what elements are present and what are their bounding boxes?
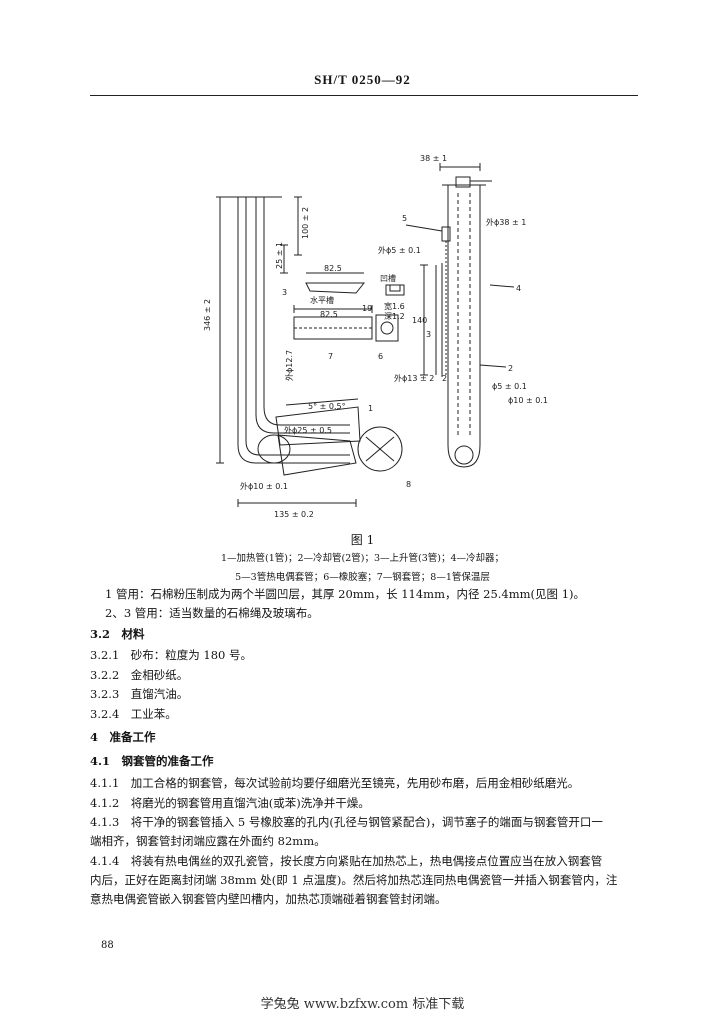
label-8: 8 — [406, 480, 411, 489]
item-4-1-4-line-3: 意热电偶瓷管嵌入钢套管内壁凹槽内，加热芯顶端碰着钢套管封闭端。 — [90, 892, 447, 906]
notch-label: 凹槽 — [380, 273, 396, 283]
dim-135: 135 ± 0.2 — [274, 510, 314, 519]
item-4-1-3-line-2: 端相齐，钢套管封闭端应露在外面约 82mm。 — [90, 834, 326, 848]
item-4-1-4-line-2: 内后，正好在距离封闭端 38mm 处(即 1 点温度)。然后将加热芯连同热电偶瓷… — [90, 873, 618, 887]
label-7: 7 — [328, 352, 333, 361]
dim-25: 25 ± 1 — [275, 242, 284, 269]
figure-title: 图 1 — [350, 533, 375, 547]
item-3-2-2: 3.2.2 金相砂纸。 — [90, 668, 189, 682]
dim-82-5-a: 82.5 — [324, 264, 342, 273]
page-number: 88 — [101, 940, 114, 951]
left-inner-tube — [255, 197, 265, 285]
horizontal-groove-piece — [305, 282, 366, 294]
cooler-coil — [457, 193, 471, 435]
label-6: 6 — [378, 352, 383, 361]
item-3-2-4: 3.2.4 工业苯。 — [90, 707, 177, 721]
item-4-1-1: 4.1.1 加工合格的钢套管，每次试验前均要仔细磨光至镜亮，先用砂布磨，后用金相… — [90, 776, 580, 790]
dim-140: 140 — [412, 316, 427, 325]
dim-5: 外ϕ5 ± 0.1 — [378, 245, 421, 255]
item-4-1-3-line-1: 4.1.3 将干净的钢套管插入 5 号橡胶塞的孔内(孔径与钢管紧配合)，调节塞子… — [90, 815, 603, 829]
dim-38: 38 ± 1 — [420, 154, 447, 163]
heating-tube — [275, 406, 361, 446]
item-4-1-2: 4.1.2 将磨光的钢套管用直馏汽油(或苯)洗净并干燥。 — [90, 796, 370, 810]
angle-5deg: 5° ± 0.5° — [308, 402, 346, 411]
header-rule — [90, 95, 638, 96]
dim-82-5-b: 82.5 — [320, 310, 338, 319]
label-2b: 2 — [508, 364, 513, 373]
dim-12-7: 外ϕ12.7 — [284, 350, 294, 381]
label-5: 5 — [402, 214, 407, 223]
left-tall-tube — [237, 197, 350, 464]
label-1: 1 — [368, 404, 373, 413]
item-3-2-3: 3.2.3 直馏汽油。 — [90, 687, 189, 701]
dim-10b: ϕ10 ± 0.1 — [508, 396, 548, 405]
thermocouple-sleeve — [441, 226, 451, 242]
right-condenser-outer — [447, 185, 481, 445]
right-top-cap — [455, 176, 471, 188]
section-4-1: 4.1 钢套管的准备工作 — [90, 754, 214, 768]
dim-100: 100 ± 2 — [301, 207, 310, 239]
figure-caption-line-2: 5—3管热电偶套管；6—橡胶塞；7—钢套管；8—1管保温层 — [235, 572, 490, 583]
groove-label: 水平槽 — [310, 295, 334, 305]
depth-1-2: 深1.2 — [384, 312, 405, 321]
item-3-2-1: 3.2.1 砂布：粒度为 180 号。 — [90, 648, 253, 662]
groove-detail — [385, 284, 405, 296]
label-2: 2 — [442, 374, 447, 383]
section-4: 4 准备工作 — [90, 730, 156, 744]
item-4-1-4-line-1: 4.1.4 将装有热电偶丝的双孔瓷管，按长度方向紧贴在加热芯上，热电偶接点位置应… — [90, 854, 603, 868]
dim-19: 19 — [362, 304, 372, 313]
dim-5b: ϕ5 ± 0.1 — [492, 382, 527, 391]
watermark-link[interactable]: 学兔兔 www.bzfxw.com 标准下载 — [260, 997, 465, 1012]
standard-code: SH/T 0250—92 — [314, 72, 411, 87]
width-1-6: 宽1.6 — [384, 301, 405, 311]
figure-caption-line-1: 1—加热管(1管)；2—冷却管(2管)；3—上升管(3管)；4—冷却器； — [220, 553, 505, 564]
insulation-layer — [357, 426, 403, 472]
dim-13: 外ϕ13 ± 2 — [394, 373, 434, 383]
dim-346: 346 ± 2 — [203, 299, 212, 331]
dim-10c: 外ϕ10 ± 0.1 — [240, 481, 288, 491]
dim-25-diameter: 外ϕ25 ± 0.5 — [284, 425, 332, 435]
rubber-stopper — [375, 314, 399, 342]
label-4: 4 — [516, 284, 521, 293]
label-3b: 3 — [426, 330, 431, 339]
dim-38-diameter: 外ϕ38 ± 1 — [486, 217, 526, 227]
label-3: 3 — [282, 288, 287, 297]
section-3-2: 3.2 材料 — [90, 627, 145, 641]
figure-1-drawing: 38 ± 1 外ϕ38 ± 1 5 外ϕ5 ± 0.1 4 140 3 2 外ϕ… — [203, 154, 548, 519]
right-bottom-bulb — [454, 445, 474, 465]
paragraph-tube23: 2、3 管用：适当数量的石棉绳及玻璃布。 — [105, 606, 319, 620]
paragraph-tube1: 1 管用：石棉粉压制成为两个半圆凹层，其厚 20mm，长 114mm，内径 25… — [105, 587, 585, 601]
